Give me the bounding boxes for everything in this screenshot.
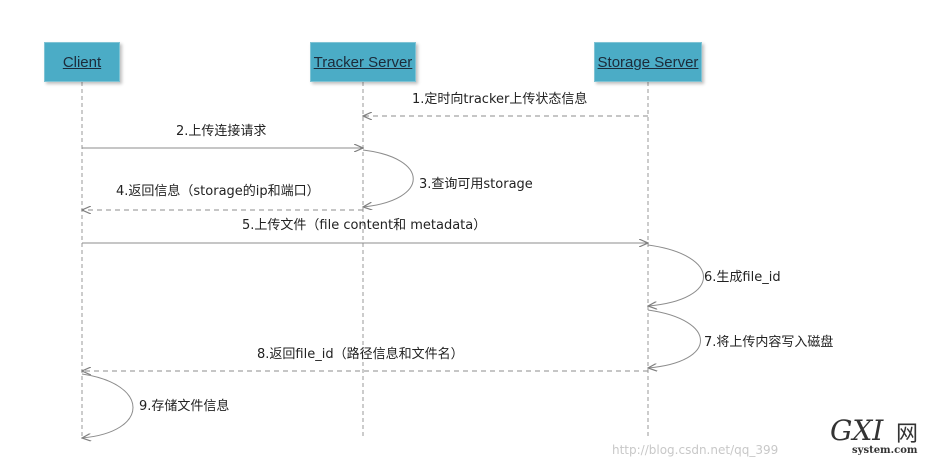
actor-client: Client xyxy=(44,42,120,82)
message-5-label: 5.上传文件（file content和 metadata） xyxy=(242,218,487,233)
message-6-label: 6.生成file_id xyxy=(704,270,781,285)
message-2-label: 2.上传连接请求 xyxy=(176,124,267,139)
message-3-arrow xyxy=(363,149,414,207)
watermark-logo-cn: 网 xyxy=(896,422,919,447)
message-7-label: 7.将上传内容写入磁盘 xyxy=(704,335,834,350)
message-3-label: 3.查询可用storage xyxy=(419,177,533,192)
actor-tracker-server: Tracker Server xyxy=(310,42,416,82)
message-1-label: 1.定时向tracker上传状态信息 xyxy=(412,92,588,107)
message-6-arrow xyxy=(648,244,704,306)
message-4-label: 4.返回信息（storage的ip和端口） xyxy=(116,184,320,199)
watermark-logo-letters: GXI xyxy=(830,414,884,447)
watermark-logo: GXI 网 system.com xyxy=(830,414,926,458)
message-8-label: 8.返回file_id（路径信息和文件名） xyxy=(257,347,464,362)
watermark-url: http://blog.csdn.net/qq_399 xyxy=(612,443,779,457)
actor-storage-server: Storage Server xyxy=(594,42,702,82)
message-9-arrow xyxy=(82,373,134,438)
watermark-logo-domain: system.com xyxy=(852,445,918,456)
message-9-label: 9.存储文件信息 xyxy=(139,399,230,414)
message-7-arrow xyxy=(648,309,701,368)
